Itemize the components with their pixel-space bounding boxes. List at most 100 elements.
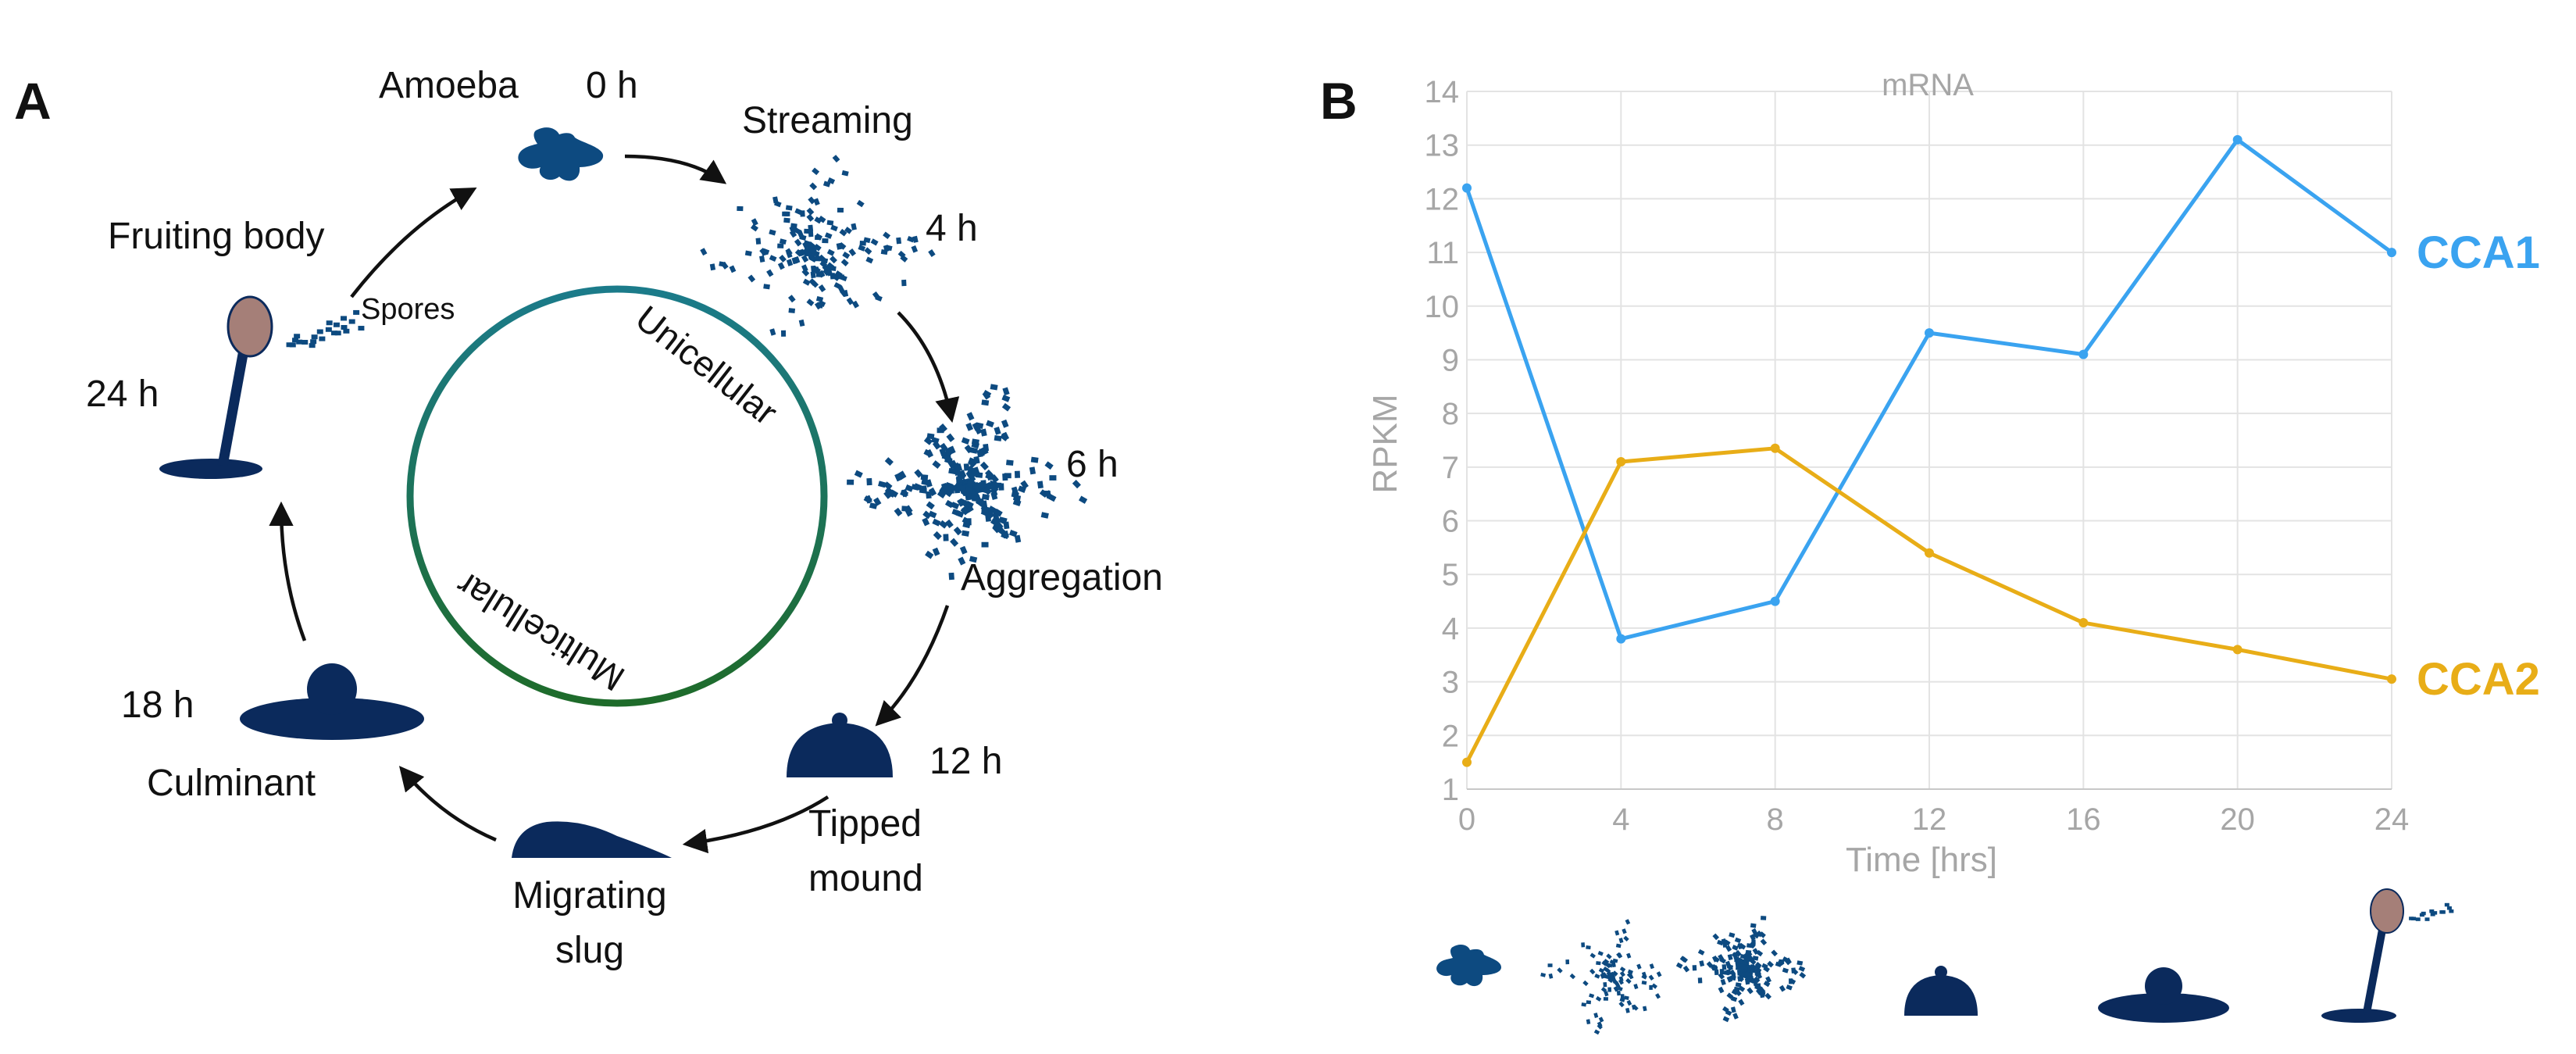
thumb-aggregation-cell — [1759, 931, 1766, 938]
streaming-cell — [832, 155, 840, 163]
streaming-cell — [840, 259, 849, 267]
aggregation-cell — [922, 517, 930, 527]
aggregation-icon — [847, 384, 1088, 581]
thumb-streaming-cell — [1626, 999, 1632, 1006]
aggregation-cell — [981, 541, 989, 548]
thumb-aggregation-cell — [1725, 1009, 1732, 1016]
spore — [289, 342, 296, 348]
aggregation-cell — [1036, 481, 1044, 489]
label-culminant: Culminant — [147, 763, 316, 804]
spore — [348, 319, 355, 324]
thumb-aggregation-cell — [1718, 986, 1725, 994]
spore — [341, 316, 348, 321]
aggregation-cell — [983, 486, 992, 495]
thumb-streaming-cell — [1547, 963, 1553, 967]
thumb-streaming-cell — [1649, 984, 1653, 990]
data-point-cca2 — [2232, 645, 2242, 655]
label-tipped-mound-time: 12 h — [929, 741, 1002, 782]
thumb-aggregation-cell — [1726, 964, 1734, 970]
streaming-cell — [804, 228, 811, 234]
aggregation-cell — [922, 510, 932, 520]
thumb-streaming-cell — [1625, 1007, 1630, 1013]
aggregation-cell — [928, 487, 937, 497]
streaming-cell — [709, 263, 716, 271]
thumb-aggregation-cell — [1726, 992, 1734, 999]
streaming-cell — [858, 245, 866, 252]
streaming-cell — [800, 210, 805, 217]
streaming-cell — [808, 247, 817, 255]
y-tick-label: 1 — [1442, 773, 1459, 807]
y-tick-label: 5 — [1442, 558, 1459, 592]
aggregation-cell — [965, 486, 972, 495]
thumb-spore — [2440, 910, 2446, 914]
streaming-cell — [769, 255, 777, 262]
y-tick-label: 7 — [1442, 451, 1459, 485]
thumb-streaming-cell — [1611, 962, 1616, 968]
aggregation-cell — [965, 470, 975, 480]
thumb-streaming-cell — [1618, 938, 1624, 944]
streaming-cell — [747, 274, 756, 283]
streaming-cell — [859, 241, 866, 246]
streaming-cell — [826, 220, 834, 226]
thumb-streaming-cell — [1625, 919, 1631, 925]
aggregation-cell — [1079, 495, 1088, 504]
thumb-streaming-cell — [1649, 963, 1654, 970]
arrow-fruiting-to-amoeba — [350, 187, 477, 298]
thumb-aggregation-cell — [1750, 923, 1757, 928]
aggregation-cell — [983, 443, 990, 452]
thumb-aggregation-cell — [1748, 941, 1756, 949]
thumb-streaming-cell — [1631, 1004, 1636, 1010]
streaming-cell — [841, 170, 849, 177]
thumb-spore — [2446, 906, 2452, 910]
thumb-streaming-cell — [1593, 1012, 1599, 1019]
thumb-streaming-cell — [1581, 942, 1586, 948]
streaming-cell — [801, 255, 809, 263]
label-streaming-time: 4 h — [926, 208, 978, 249]
thumb-aggregation-cell — [1785, 957, 1792, 965]
thumb-streaming-cell — [1596, 961, 1601, 966]
thumb-aggregation-cell — [1753, 976, 1761, 984]
thumb-streaming-cell — [1618, 1001, 1625, 1008]
thumb-aggregation-cell — [1712, 933, 1720, 941]
aggregation-cell — [981, 399, 990, 406]
aggregation-cell — [962, 516, 971, 525]
y-tick-label: 11 — [1426, 236, 1459, 270]
streaming-cell — [766, 269, 774, 277]
label-aggregation: Aggregation — [961, 557, 1163, 598]
streaming-cell — [851, 300, 860, 309]
aggregation-cell — [920, 474, 929, 481]
aggregation-cell — [967, 459, 977, 468]
thumb-streaming-cell — [1600, 973, 1605, 979]
aggregation-cell — [1029, 466, 1036, 475]
thumb-spore — [2449, 909, 2454, 913]
streaming-cell — [832, 273, 840, 281]
aggregation-cell — [986, 420, 994, 428]
thumb-aggregation-cell — [1761, 916, 1767, 920]
streaming-cell — [750, 223, 758, 232]
thumb-aggregation-cell — [1714, 969, 1719, 976]
thumb-streaming-cell — [1586, 945, 1591, 950]
thumb-aggregation-cell — [1731, 988, 1739, 995]
data-point-cca2 — [1462, 757, 1472, 767]
streaming-cell — [830, 266, 837, 272]
arrow-mound-to-slug — [682, 795, 830, 854]
thumb-culminant-icon — [2098, 967, 2229, 1023]
aggregation-cell — [923, 448, 933, 457]
aggregation-cell — [925, 550, 934, 559]
spore — [310, 339, 317, 345]
aggregation-cell — [932, 547, 940, 556]
streaming-cell — [815, 272, 823, 277]
aggregation-cell — [976, 481, 985, 491]
aggregation-cell — [990, 384, 998, 391]
spore — [343, 328, 350, 334]
label-fruiting-body: Fruiting body — [108, 216, 324, 257]
thumb-streaming-icon — [1540, 919, 1662, 1035]
amoeba-icon — [518, 127, 604, 181]
spore — [325, 327, 332, 332]
x-tick-label: 24 — [2374, 802, 2410, 837]
streaming-cell — [824, 232, 833, 239]
y-tick-label: 9 — [1442, 343, 1459, 377]
aggregation-cell — [1001, 431, 1010, 441]
